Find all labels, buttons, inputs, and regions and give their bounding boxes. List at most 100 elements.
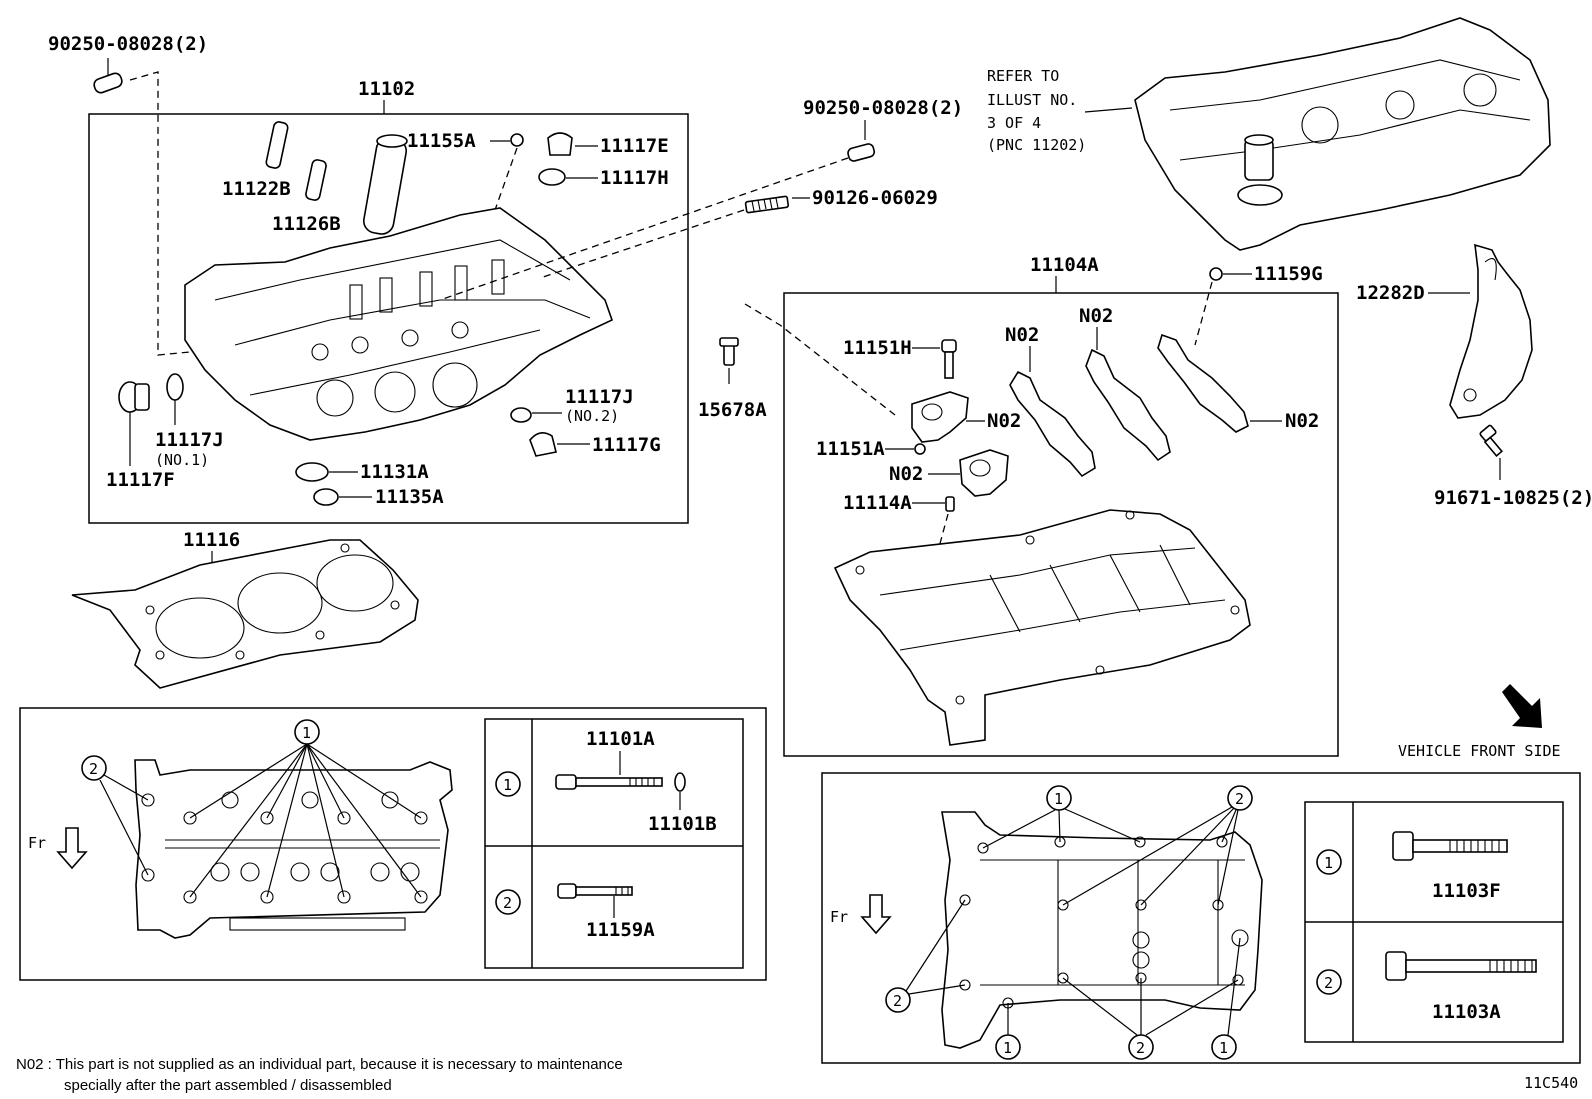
gasket-ring-icon (510, 407, 532, 423)
callout-2 (885, 987, 911, 1013)
label-15678A: 15678A (698, 399, 767, 421)
screw-plug-icon (529, 432, 557, 457)
label-12282D: 12282D (1356, 282, 1425, 304)
flange-bolt-icon (1385, 951, 1537, 981)
legend-callout-1-text: 1 (503, 776, 512, 794)
label-11117G: 11117G (592, 434, 661, 456)
bolt-icon (941, 339, 957, 379)
callout-2-text: 2 (893, 992, 902, 1010)
arrow-down-icon (860, 894, 892, 935)
label-n02-4: N02 (1079, 305, 1113, 327)
plug-icon (295, 462, 329, 482)
label-91671: 91671-10825(2) (1434, 487, 1592, 509)
cam-bracket-icon (1157, 333, 1249, 433)
label-11135A: 11135A (375, 486, 444, 508)
label-11117F: 11117F (106, 469, 175, 491)
front-label: Fr (28, 834, 46, 852)
footnote-line-2: specially after the part assembled / dis… (64, 1077, 392, 1094)
valve-cover-icon (1134, 17, 1551, 251)
spark-plug-tube-icon (362, 134, 408, 235)
camshaft-housing-icon (833, 509, 1251, 746)
callout-1-text: 1 (1003, 1039, 1012, 1057)
cylinder-head-icon (184, 207, 613, 441)
callout-1 (1211, 1034, 1237, 1060)
legend-callout-2 (495, 889, 521, 915)
housing-bolt-pattern-box (821, 772, 1581, 1064)
engine-hanger-icon (1449, 243, 1533, 419)
washer-icon (674, 772, 686, 792)
taper-plug-icon (547, 132, 573, 156)
bolt-legend-table (484, 718, 744, 969)
label-11104A: 11104A (1030, 254, 1099, 276)
callout-1-text: 1 (302, 724, 311, 742)
front-label-2: Fr (830, 908, 848, 926)
housing-top-view-icon (941, 811, 1263, 1049)
label-11117J-no1-sub: (NO.1) (155, 451, 209, 469)
label-11151A: 11151A (816, 438, 885, 460)
legend-callout-2 (1316, 969, 1342, 995)
cam-bracket-icon (1085, 348, 1171, 462)
legend-callout-1-text: 1 (1324, 854, 1333, 872)
cam-bracket-icon (1009, 370, 1096, 478)
legend-callout-1 (495, 771, 521, 797)
callout-2-text: 2 (89, 760, 98, 778)
vehicle-front-arrow-icon (1502, 684, 1542, 728)
label-11117J-no2: 11117J (565, 386, 634, 408)
label-11116: 11116 (183, 529, 240, 551)
callout-2 (81, 755, 107, 781)
label-11117J-no1: 11117J (155, 429, 224, 451)
vehicle-front-side-label: VEHICLE FRONT SIDE (1398, 742, 1561, 760)
label-11131A: 11131A (360, 461, 429, 483)
plug-icon (510, 133, 524, 147)
label-11101A: 11101A (586, 728, 655, 750)
label-11101B: 11101B (648, 813, 717, 835)
refer-note-line-2: ILLUST NO. (987, 91, 1077, 109)
screw-plug-icon (118, 381, 150, 413)
head-bolt-pattern-box (19, 707, 767, 981)
label-11126B: 11126B (272, 213, 341, 235)
label-11122B: 11122B (222, 178, 291, 200)
plug-icon (1209, 267, 1223, 281)
arrow-down-icon (56, 827, 88, 870)
refer-note-line-1: REFER TO (987, 67, 1059, 85)
callout-2 (1227, 785, 1253, 811)
callout-1-text: 1 (1054, 790, 1063, 808)
gasket-ring-icon (538, 168, 566, 186)
valve-guide-icon (265, 121, 327, 201)
dowel-pin-icon (847, 143, 876, 162)
stud-bolt-icon (744, 195, 790, 214)
oil-control-bolt-icon (719, 337, 739, 366)
bolt-icon (1479, 424, 1503, 457)
callout-2-text: 2 (1136, 1039, 1145, 1057)
refer-note-line-4: (PNC 11202) (987, 136, 1086, 154)
label-11155A: 11155A (407, 130, 476, 152)
label-n02-1: N02 (987, 410, 1021, 432)
flange-bolt-icon (1392, 831, 1508, 861)
legend-callout-2-text: 2 (1324, 974, 1333, 992)
callout-2-text: 2 (1235, 790, 1244, 808)
flange-bolt-icon (557, 883, 633, 899)
label-11117J-no2-sub: (NO.2) (565, 407, 619, 425)
gasket-ring-icon (166, 373, 184, 401)
label-90126: 90126-06029 (812, 187, 938, 209)
head-bolt-icon (555, 774, 663, 790)
label-n02-2: N02 (889, 463, 923, 485)
label-11114A: 11114A (843, 492, 912, 514)
bearing-cap-icon (959, 449, 1009, 497)
pin-icon (914, 443, 926, 455)
label-11103F: 11103F (1432, 880, 1501, 902)
label-11159G: 11159G (1254, 263, 1323, 285)
head-gasket-icon (71, 539, 419, 689)
label-11151H: 11151H (843, 337, 912, 359)
label-90250-mid: 90250-08028(2) (803, 97, 963, 119)
diagram-id: 11C540 (1524, 1074, 1578, 1092)
callout-1-text: 1 (1219, 1039, 1228, 1057)
label-n02-3: N02 (1005, 324, 1039, 346)
refer-note-line-3: 3 OF 4 (987, 114, 1041, 132)
footnote-line-1: N02 : This part is not supplied as an in… (16, 1056, 623, 1073)
cylinder-head-box (88, 113, 689, 524)
dowel-pin-icon (93, 72, 123, 94)
label-11117H: 11117H (600, 167, 669, 189)
label-11102: 11102 (358, 78, 415, 100)
